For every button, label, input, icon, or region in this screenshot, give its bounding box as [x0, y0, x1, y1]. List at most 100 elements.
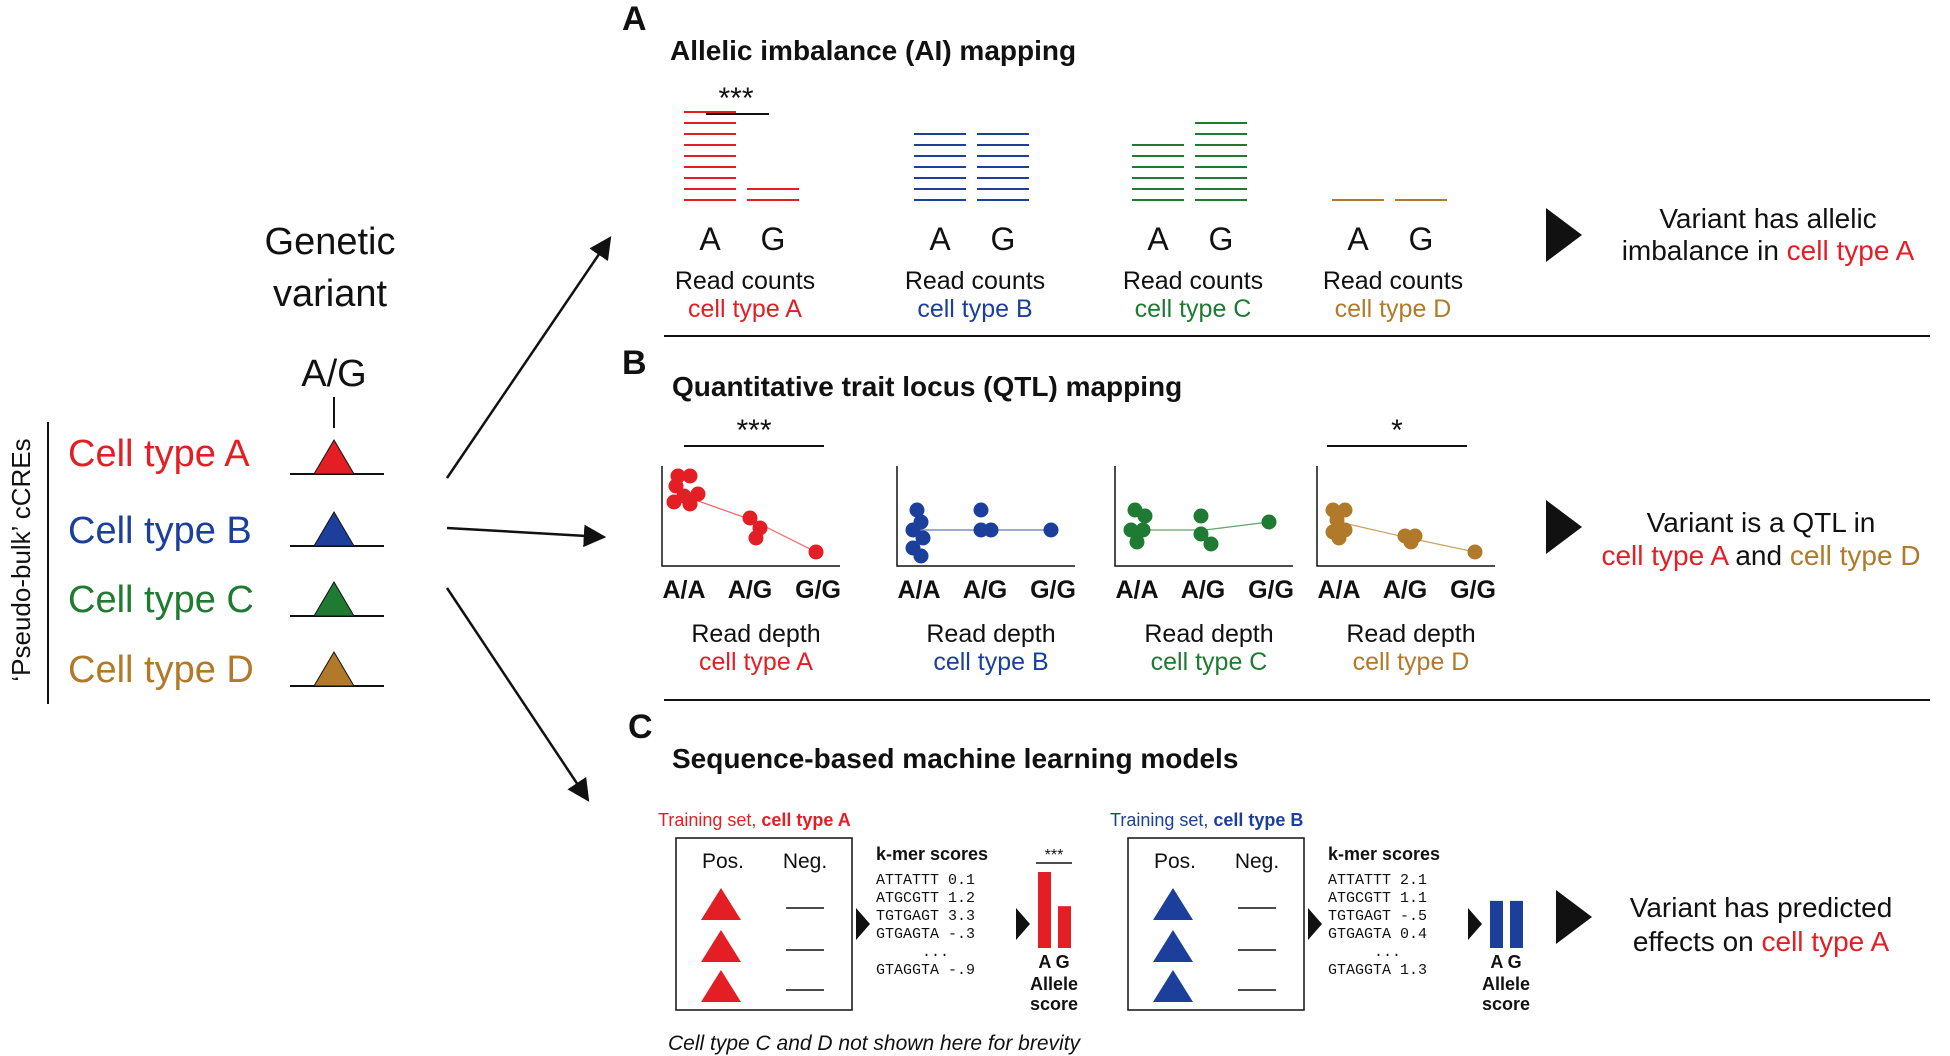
- ml-training-set-label: Training set, cell type B: [1110, 810, 1303, 830]
- ml-positive-peak-icon: [701, 970, 741, 1002]
- ai-allele-g-label: G: [991, 221, 1016, 257]
- peak-c-icon: [313, 581, 355, 617]
- genetic-variant-title-line2: variant: [273, 273, 387, 315]
- qtl-axes: [1316, 466, 1495, 567]
- ml-kmer-row: GTGAGTA 0.4: [1328, 926, 1427, 943]
- qtl-point: [668, 478, 684, 494]
- ml-positive-peak-icon: [1153, 888, 1193, 920]
- arrows: [445, 236, 612, 802]
- ml-allele-score-label-1: Allele: [1030, 974, 1078, 994]
- qtl-cell-type-label: cell type A: [699, 648, 813, 676]
- ml-kmer-ellipsis: ...: [1374, 944, 1401, 961]
- pseudo-bulk-label: ‘Pseudo-bulk’ cCREs: [6, 438, 36, 681]
- peak-track-b: [290, 511, 384, 547]
- ml-kmer-row: GTGAGTA -.3: [876, 926, 975, 943]
- ai-conclusion-arrow-icon: [1546, 208, 1582, 262]
- ai-allele-a-label: A: [1147, 221, 1169, 257]
- qtl-genotype-label: G/G: [1450, 576, 1496, 604]
- ai-cell-type-label: cell type B: [917, 295, 1032, 323]
- peak-a-icon: [313, 439, 355, 475]
- arrow-to-panel-a: [445, 236, 612, 479]
- panel-b-letter: B: [622, 344, 647, 382]
- ml-kmer-last-row: GTAGGTA -.9: [876, 962, 975, 979]
- qtl-conclusion-line1: Variant is a QTL in: [1647, 507, 1876, 538]
- ai-read-counts-label: Read counts: [1323, 267, 1463, 295]
- panel-b: B Quantitative trait locus (QTL) mapping…: [622, 344, 1930, 701]
- ml-kmer-last-row: GTAGGTA 1.3: [1328, 962, 1427, 979]
- qtl-genotype-label: G/G: [795, 576, 841, 604]
- arrow-to-panel-b: [446, 524, 607, 548]
- ai-allele-a-label: A: [1347, 221, 1369, 257]
- qtl-axes: [1114, 466, 1293, 567]
- genetic-variant-title-line1: Genetic: [265, 221, 396, 263]
- ml-conclusion: Variant has predicted effects on cell ty…: [1556, 890, 1892, 957]
- qtl-genotype-label: A/A: [1317, 576, 1360, 604]
- qtl-point: [808, 544, 824, 560]
- qtl-point: [1337, 502, 1353, 518]
- ml-training-set-label: Training set, cell type A: [658, 810, 851, 830]
- qtl-genotype-label: A/A: [662, 576, 705, 604]
- ai-allele-a-label: A: [929, 221, 951, 257]
- qtl-point: [1203, 536, 1219, 552]
- ml-kmer-to-score-arrow-icon: [1468, 908, 1482, 940]
- qtl-point: [682, 468, 698, 484]
- qtl-axes: [661, 466, 840, 567]
- qtl-point: [1467, 544, 1483, 560]
- ml-kmer-row: ATTATTT 2.1: [1328, 872, 1427, 889]
- cell-type-b-label: Cell type B: [68, 510, 252, 552]
- qtl-point: [905, 522, 921, 538]
- ml-kmer-row: TGTGAGT 3.3: [876, 908, 975, 925]
- peak-track-c: [290, 581, 384, 617]
- ai-cell-type-label: cell type C: [1135, 295, 1252, 323]
- qtl-point: [690, 486, 706, 502]
- ai-significance: ***: [718, 82, 753, 115]
- qtl-conclusion-arrow-icon: [1546, 500, 1582, 554]
- ml-conclusion-arrow-icon: [1556, 890, 1592, 944]
- qtl-cell-type-label: cell type D: [1353, 648, 1470, 676]
- qtl-genotype-label: A/G: [728, 576, 772, 604]
- genetic-variant-section: Genetic variant A/G ‘Pseudo-bulk’ cCREs …: [6, 221, 395, 704]
- ml-allele-score-bar-a: [1490, 900, 1503, 948]
- qtl-point: [1261, 514, 1277, 530]
- qtl-genotype-label: A/G: [1181, 576, 1225, 604]
- peak-b-icon: [313, 511, 355, 547]
- ml-conclusion-line1: Variant has predicted: [1630, 892, 1893, 923]
- ml-positive-peak-icon: [701, 930, 741, 962]
- ai-conclusion-line2: imbalance in cell type A: [1622, 235, 1915, 266]
- ai-allele-g-label: G: [1409, 221, 1434, 257]
- qtl-genotype-label: A/G: [1383, 576, 1427, 604]
- ml-kmer-row: TGTGAGT -.5: [1328, 908, 1427, 925]
- cell-type-d-label: Cell type D: [68, 649, 254, 691]
- qtl-read-depth-label: Read depth: [926, 620, 1055, 648]
- qtl-point: [915, 530, 931, 546]
- qtl-significance-d: *: [1391, 414, 1403, 447]
- allele-label: A/G: [301, 353, 366, 395]
- qtl-point: [1043, 522, 1059, 538]
- ml-neg-label: Neg.: [783, 850, 827, 873]
- peak-track-a: [290, 439, 384, 475]
- panel-b-title: Quantitative trait locus (QTL) mapping: [672, 371, 1182, 402]
- qtl-genotype-label: G/G: [1248, 576, 1294, 604]
- ml-training-box: [1127, 837, 1305, 1011]
- cell-type-c-label: Cell type C: [68, 579, 254, 621]
- qtl-point: [748, 530, 764, 546]
- ai-read-counts-label: Read counts: [675, 267, 815, 295]
- panel-c-title: Sequence-based machine learning models: [672, 743, 1238, 774]
- qtl-point: [1403, 534, 1419, 550]
- qtl-point: [1123, 522, 1139, 538]
- ai-conclusion: Variant has allelic imbalance in cell ty…: [1546, 203, 1915, 266]
- qtl-point: [742, 510, 758, 526]
- ml-allele-score-bar-g: [1510, 900, 1523, 948]
- ml-box-to-kmer-arrow-icon: [1308, 908, 1322, 940]
- ml-allele-score-label-2: score: [1482, 994, 1530, 1014]
- ml-positive-peak-icon: [701, 888, 741, 920]
- qtl-conclusion-line2: cell type A and cell type D: [1601, 540, 1920, 571]
- ml-allele-ag-label: A G: [1038, 952, 1069, 972]
